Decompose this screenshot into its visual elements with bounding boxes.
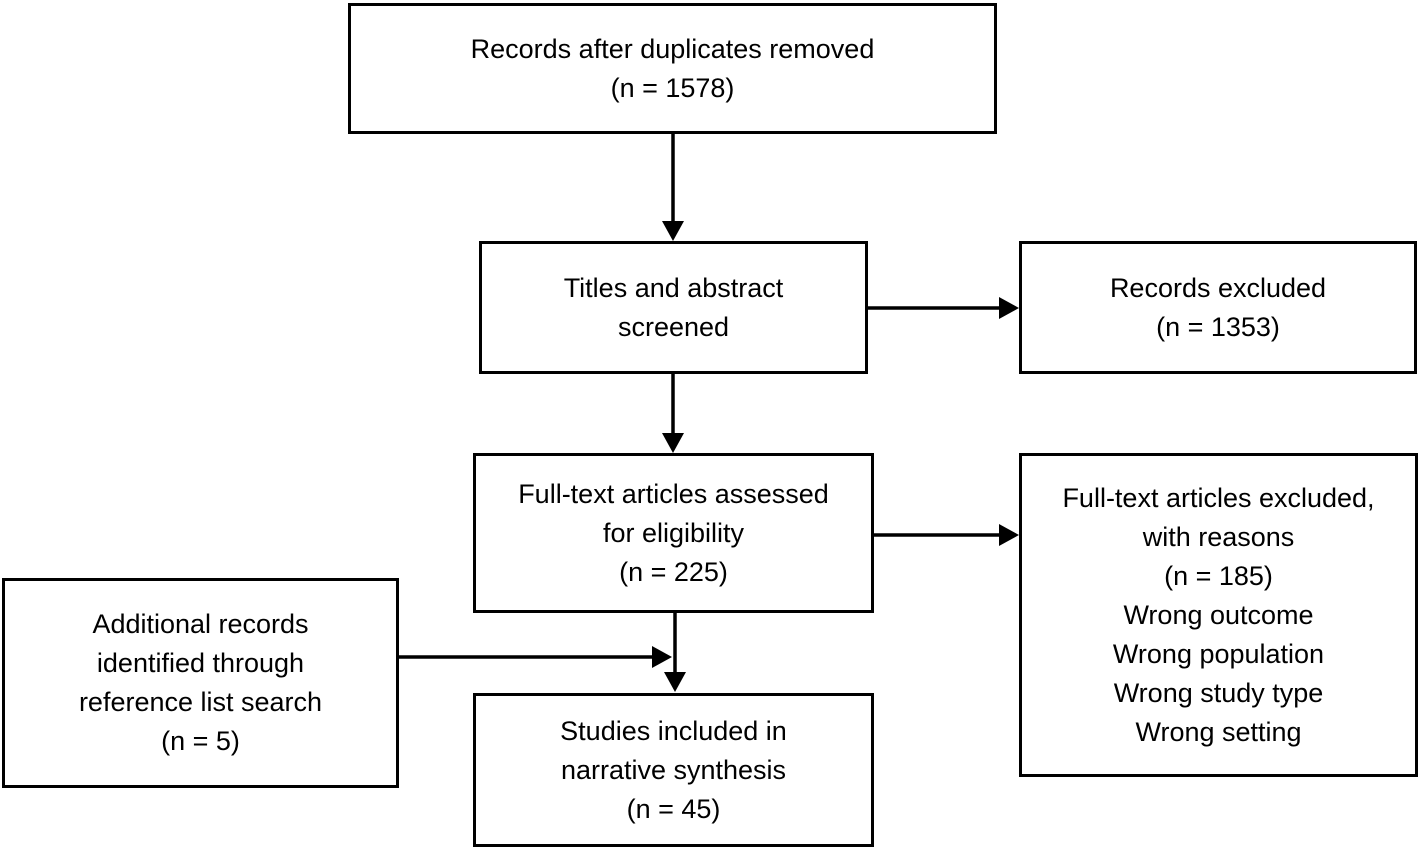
box-additional-records-reference-search: Additional records identified through re… <box>2 578 399 788</box>
text-line: Full-text articles assessed <box>518 478 829 509</box>
text-line: Full-text articles excluded, <box>1062 482 1375 513</box>
arrow-screening-to-fulltext-icon <box>662 374 684 453</box>
text-line-count: (n = 1578) <box>610 72 735 103</box>
box-fulltext-assessed: Full-text articles assessed for eligibil… <box>473 453 874 613</box>
box-studies-included-narrative-synthesis: Studies included in narrative synthesis … <box>473 693 874 847</box>
text-line: Records after duplicates removed <box>470 33 875 64</box>
text-line: screened <box>617 311 730 342</box>
arrow-fulltext-to-included-icon <box>664 613 686 692</box>
text-line: Records excluded <box>1109 272 1327 303</box>
box-titles-abstract-screened: Titles and abstract screened <box>479 241 868 374</box>
exclusion-reason: Wrong study type <box>1113 677 1324 708</box>
text-line: for eligibility <box>602 517 745 548</box>
text-line-count: (n = 225) <box>619 556 728 587</box>
exclusion-reason: Wrong population <box>1112 638 1325 669</box>
exclusion-reason: Wrong outcome <box>1123 599 1314 630</box>
text-line: Additional records <box>92 609 309 639</box>
text-line: narrative synthesis <box>560 754 787 785</box>
text-line: reference list search <box>78 687 323 717</box>
text-line: Titles and abstract <box>563 272 784 303</box>
arrow-fulltext-to-excluded-icon <box>874 524 1019 546</box>
text-line: Studies included in <box>560 715 787 746</box>
arrow-additional-records-to-included-icon <box>399 646 672 668</box>
text-line-count: (n = 5) <box>161 726 240 756</box>
arrow-screening-to-records-excluded-icon <box>868 297 1019 319</box>
text-line-count: (n = 1353) <box>1156 311 1280 342</box>
box-fulltext-excluded-with-reasons: Full-text articles excluded, with reason… <box>1019 453 1418 777</box>
arrow-duplicates-to-screening-icon <box>662 133 684 241</box>
text-line: identified through <box>96 648 305 678</box>
box-records-excluded: Records excluded (n = 1353) <box>1019 241 1417 374</box>
exclusion-reason: Wrong setting <box>1135 716 1302 747</box>
text-line: with reasons <box>1142 521 1295 552</box>
box-records-after-duplicates-removed: Records after duplicates removed (n = 15… <box>348 3 997 134</box>
text-line-count: (n = 185) <box>1164 560 1273 591</box>
text-line-count: (n = 45) <box>626 793 721 824</box>
